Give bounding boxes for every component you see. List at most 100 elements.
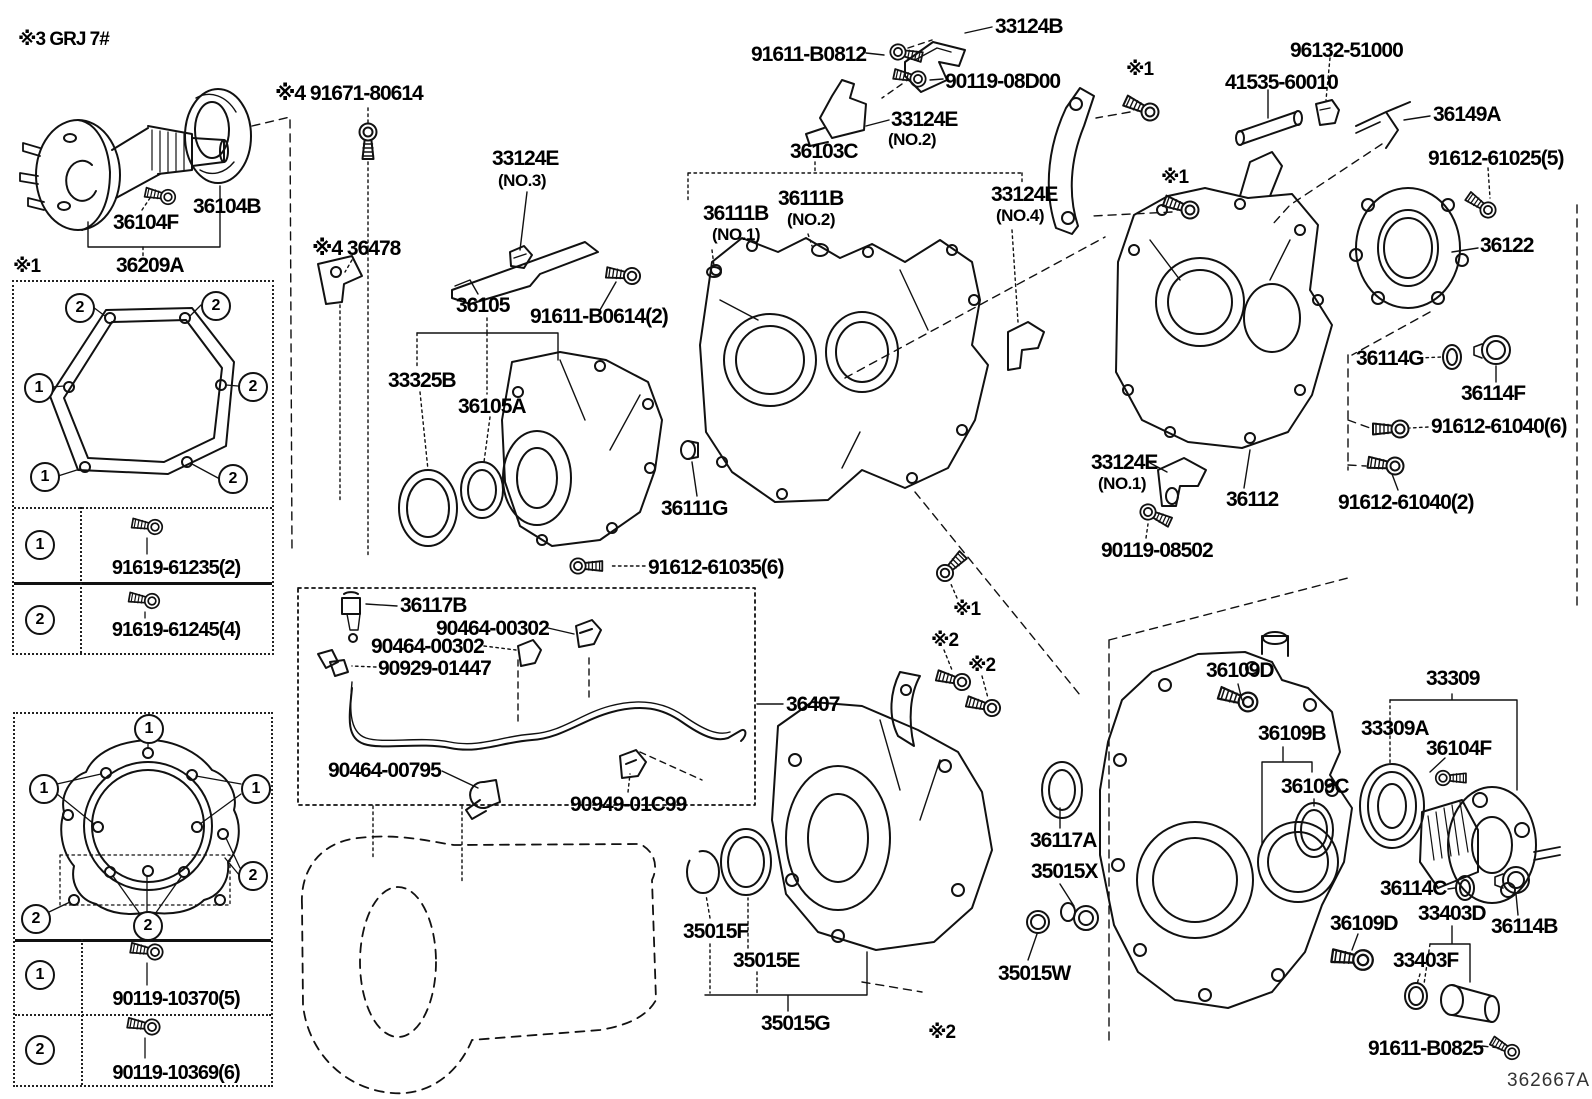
part-label-91612-61040-2: 91612-61040(2) xyxy=(1338,491,1474,514)
washer-36114c-art xyxy=(1455,875,1475,901)
part-label-36111b-no2: 36111B xyxy=(778,187,844,210)
part-label-33124e-no1: 33124E xyxy=(1091,451,1158,474)
part-label-36478: ※4 36478 xyxy=(312,237,401,260)
cover-36109-art xyxy=(1099,631,1353,1009)
part-label-33124b: 33124B xyxy=(995,15,1064,38)
pivot-bracket-art xyxy=(890,671,921,747)
gasket-36209a-art xyxy=(49,304,239,479)
part-label-90119-08d00: 90119-08D00 xyxy=(945,70,1061,93)
plug-36111g-art xyxy=(680,440,699,460)
ref2-row2-part: 90119-10369(6) xyxy=(112,1062,240,1084)
part-label-36111b-no1-sub: (NO.1) xyxy=(712,225,761,244)
bolt-ref1-c-art xyxy=(932,548,970,586)
bearing-33309a-art xyxy=(1359,763,1425,849)
part-label-36149a: 36149A xyxy=(1433,103,1502,126)
part-label-36105a: 36105A xyxy=(458,395,527,418)
bolt-91611-b0614-art xyxy=(604,263,643,287)
part-label-91611-b0614: 91611-B0614(2) xyxy=(530,305,669,328)
ref1-callout: 1 xyxy=(30,462,60,492)
bolt-ref1-a-art xyxy=(1120,91,1163,125)
part-label-41535-60010: 41535-60010 xyxy=(1225,71,1339,94)
bolt-90119-08d00-art xyxy=(891,65,928,89)
ref-table-2: 1 90119-10370(5) 2 90119-10369(6) xyxy=(13,712,273,1087)
bracket-33124e-no4-art xyxy=(1007,321,1045,371)
dotted-box-36407 xyxy=(297,587,756,806)
marker-2-a: ※2 xyxy=(931,630,959,651)
part-label-33403d: 33403D xyxy=(1418,902,1487,925)
case-35015g-art xyxy=(771,701,993,951)
part-label-36111g: 36111G xyxy=(661,497,728,520)
part-label-36104b: 36104B xyxy=(193,195,262,218)
ref2-callout: 1 xyxy=(29,774,59,804)
plug-35015x-art xyxy=(1060,902,1099,931)
part-label-96132-51000: 96132-51000 xyxy=(1290,39,1404,62)
housing-36105a-art xyxy=(501,351,663,547)
part-label-33124e-no2-sub: (NO.2) xyxy=(888,130,937,149)
plug-36114f-art xyxy=(1473,335,1511,365)
part-label-90464-00795: 90464-00795 xyxy=(328,759,442,782)
part-label-91612-61035: 91612-61035(6) xyxy=(648,556,784,579)
part-label-90929-01447: 90929-01447 xyxy=(378,657,492,680)
part-label-36109d-bottom: 36109D xyxy=(1330,912,1399,935)
seal-36109c-art xyxy=(1294,802,1334,858)
case-36112-art xyxy=(1115,151,1333,449)
bracket-33124e-no1-art xyxy=(1157,457,1207,507)
part-label-91671-80614: ※4 91671-80614 xyxy=(275,82,424,105)
oring-33403f-art xyxy=(1404,982,1428,1010)
part-label-36111b-no1: 36111B xyxy=(703,202,769,225)
bolt-91612-61040-6-art xyxy=(1372,419,1410,439)
part-label-33309a: 33309A xyxy=(1361,717,1430,740)
ref1-row2-part: 91619-61245(4) xyxy=(111,619,241,641)
part-label-91611-b0812: 91611-B0812 xyxy=(751,43,867,66)
part-label-36117b: 36117B xyxy=(400,594,467,617)
part-label-91611-b0825: 91611-B0825 xyxy=(1368,1037,1484,1060)
part-label-36104f: 36104F xyxy=(113,211,179,234)
snapring-35015f-art xyxy=(686,850,720,894)
transmission-phantom-art xyxy=(301,835,657,1095)
ref1-separator-mid xyxy=(14,582,272,585)
gasket-35015e-art xyxy=(720,828,772,896)
ref2-callout: 2 xyxy=(21,904,51,934)
bolt-91612-61040-2-art xyxy=(1366,452,1406,477)
part-label-35015f: 35015F xyxy=(683,920,749,943)
marker-ref1-box: ※1 xyxy=(13,256,41,277)
part-label-90949-01c99: 90949-01C99 xyxy=(570,793,687,816)
part-label-33325b: 33325B xyxy=(388,369,457,392)
bolt-91611-b0825-art xyxy=(1487,1033,1523,1063)
marker-2-c: ※2 xyxy=(928,1022,956,1043)
case-36103c-art xyxy=(699,237,989,503)
bracket-33124e-no2-art xyxy=(805,79,867,147)
ref1-row1-number: 1 xyxy=(25,530,55,560)
part-label-36103c: 36103C xyxy=(790,140,859,163)
seal-36117a-art xyxy=(1041,761,1083,819)
part-label-36117a: 36117A xyxy=(1030,829,1097,852)
ref2-callout: 1 xyxy=(134,714,164,744)
bracket-36478-art xyxy=(317,255,363,305)
part-label-35015g: 35015G xyxy=(761,1012,831,1035)
ref1-row2-number: 2 xyxy=(25,605,55,635)
seal-33325b-art xyxy=(398,469,458,547)
bolt-ref2-b-art xyxy=(964,692,1003,719)
retainer-36122-art xyxy=(1349,187,1469,309)
ref1-callout: 2 xyxy=(238,372,268,402)
part-label-36109d-top: 36109D xyxy=(1206,659,1275,682)
part-label-33124e-no4-sub: (NO.4) xyxy=(996,206,1045,225)
part-label-35015e: 35015E xyxy=(733,949,800,972)
part-label-36112: 36112 xyxy=(1226,488,1279,511)
part-label-36407: 36407 xyxy=(786,693,840,716)
part-label-36122: 36122 xyxy=(1480,234,1534,257)
part-label-36114b: 36114B xyxy=(1491,915,1558,938)
table-bolt-leaders xyxy=(144,537,148,1059)
ref1-callout: 2 xyxy=(65,293,95,323)
ref2-separator-top xyxy=(15,939,271,942)
ref2-row2-number: 2 xyxy=(25,1035,55,1065)
ring-art xyxy=(460,461,504,519)
bolt-91612-61035-art xyxy=(569,557,604,575)
ref2-divider xyxy=(81,939,83,1085)
part-label-33124e-no1-sub: (NO.1) xyxy=(1098,474,1147,493)
part-label-90464-00302-b: 90464-00302 xyxy=(371,635,485,658)
part-label-33124e-no2: 33124E xyxy=(891,108,958,131)
ref1-callout: 2 xyxy=(218,464,248,494)
part-label-36104f-right: 36104F xyxy=(1426,737,1492,760)
